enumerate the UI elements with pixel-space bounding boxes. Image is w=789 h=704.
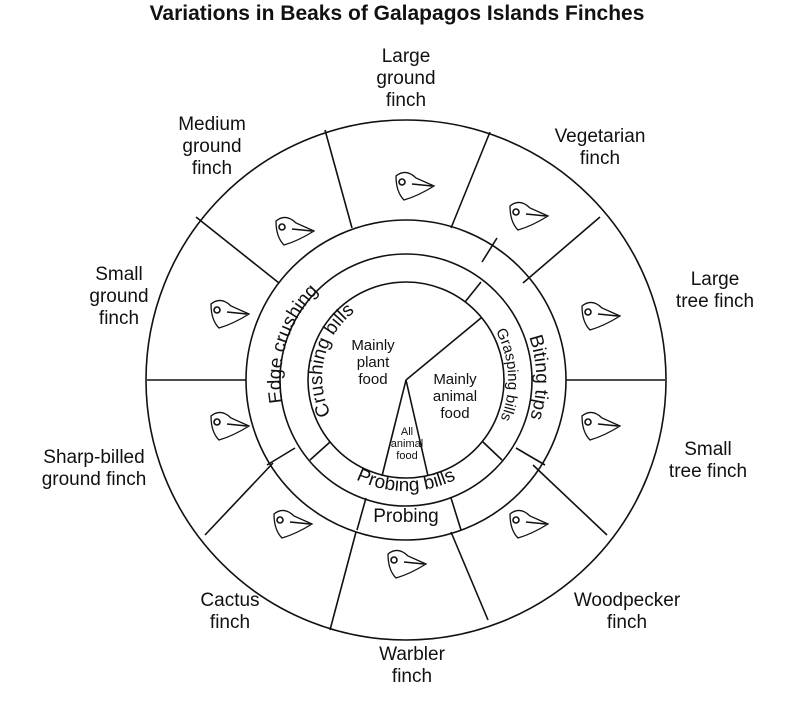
large-ground-finch-beak-sketch xyxy=(395,171,436,201)
svg-text:finch: finch xyxy=(386,90,426,111)
svg-text:Cactus: Cactus xyxy=(200,590,259,611)
svg-text:tree finch: tree finch xyxy=(669,461,747,482)
svg-text:Sharp-billed: Sharp-billed xyxy=(43,447,144,468)
species-divider xyxy=(532,464,608,536)
ring-divider-left xyxy=(266,447,296,466)
all-animal-food-label: All animal food xyxy=(391,426,423,462)
svg-text:food: food xyxy=(396,450,417,462)
probing-divider-left xyxy=(356,497,367,531)
small-tree-finch-beak-sketch xyxy=(581,411,622,441)
svg-text:Vegetarian: Vegetarian xyxy=(555,126,646,147)
large-tree-finch-beak-sketch xyxy=(581,301,622,331)
species-labels: LargegroundfinchVegetarianfinchLargetree… xyxy=(42,46,754,687)
svg-text:Small: Small xyxy=(684,439,732,460)
plant-food-label: Mainly plant food xyxy=(351,337,395,388)
svg-text:Woodpecker: Woodpecker xyxy=(574,590,681,611)
svg-text:food: food xyxy=(440,405,469,422)
inner-divider-left xyxy=(309,441,331,461)
svg-text:tree finch: tree finch xyxy=(676,291,754,312)
small-ground-finch-beak-sketch xyxy=(210,299,251,329)
species-divider xyxy=(522,216,601,284)
svg-text:ground: ground xyxy=(376,68,435,89)
probing-divider-right xyxy=(450,497,462,531)
species-divider xyxy=(450,531,489,621)
center-line-left xyxy=(381,379,407,477)
inner-divider-right xyxy=(482,441,503,461)
probing-label: Probing xyxy=(373,506,439,527)
svg-text:Large: Large xyxy=(382,46,431,67)
sharp-billed-ground-finch-beak-sketch xyxy=(210,411,251,441)
grasping-bills-label: Grasping bills xyxy=(492,325,521,423)
svg-text:finch: finch xyxy=(192,158,232,179)
species-divider xyxy=(329,531,357,631)
animal-food-label: Mainly animal food xyxy=(433,371,477,422)
species-divider xyxy=(195,216,280,284)
center-line-right xyxy=(405,379,429,477)
svg-text:finch: finch xyxy=(210,612,250,633)
species-divider xyxy=(450,131,491,229)
svg-text:finch: finch xyxy=(607,612,647,633)
diagram-title: Variations in Beaks of Galapagos Islands… xyxy=(150,2,645,25)
medium-ground-finch-beak-sketch xyxy=(275,216,316,246)
svg-text:Large: Large xyxy=(691,269,740,290)
svg-text:finch: finch xyxy=(580,148,620,169)
svg-text:finch: finch xyxy=(99,308,139,329)
svg-text:food: food xyxy=(358,371,387,388)
svg-text:animal: animal xyxy=(391,438,423,450)
species-dividers xyxy=(147,129,665,631)
svg-text:ground: ground xyxy=(89,286,148,307)
svg-text:Mainly: Mainly xyxy=(351,337,395,354)
ring-divider-right xyxy=(515,447,546,466)
svg-text:animal: animal xyxy=(433,388,477,405)
center-circle xyxy=(307,281,505,479)
svg-text:Mainly: Mainly xyxy=(433,371,477,388)
vegetarian-finch-beak-sketch xyxy=(509,201,550,231)
outer-circle xyxy=(145,119,667,641)
cactus-finch-beak-sketch xyxy=(273,509,314,539)
svg-text:finch: finch xyxy=(392,666,432,687)
svg-text:ground: ground xyxy=(182,136,241,157)
ring-divider-top xyxy=(481,237,498,263)
svg-text:ground finch: ground finch xyxy=(42,469,147,490)
species-divider xyxy=(324,129,353,229)
svg-text:plant: plant xyxy=(357,354,390,371)
inner-ring-circle xyxy=(279,253,533,507)
svg-text:All: All xyxy=(401,426,413,438)
svg-text:Medium: Medium xyxy=(178,114,246,135)
woodpecker-finch-beak-sketch xyxy=(509,509,550,539)
crushing-bills-label: Crushing bills xyxy=(306,299,358,420)
probing-bills-label: Probing bills xyxy=(354,465,458,496)
species-divider xyxy=(204,462,274,536)
svg-text:Small: Small xyxy=(95,264,143,285)
svg-text:Warbler: Warbler xyxy=(379,644,445,665)
inner-divider-top xyxy=(464,281,482,303)
warbler-finch-beak-sketch xyxy=(387,549,428,579)
biting-tips-label: Biting tips xyxy=(524,333,552,423)
beak-sketches xyxy=(210,171,622,579)
center-line-top xyxy=(405,317,482,381)
